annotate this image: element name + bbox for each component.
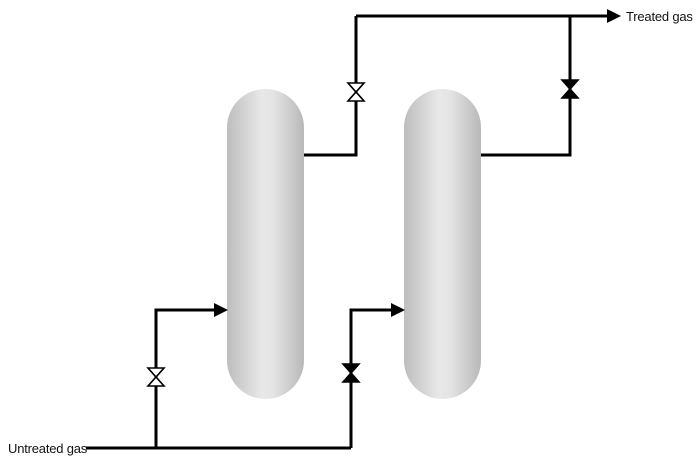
valve-column-2-inlet[interactable]: [341, 363, 361, 383]
valve-closed-icon: [341, 371, 361, 383]
valve-closed-icon: [341, 363, 361, 375]
column-2-outlet-pipe: [481, 16, 572, 157]
column-2-inlet-pipe: [349, 308, 391, 448]
valve-open-icon: [346, 90, 366, 102]
valve-column-1-inlet[interactable]: [146, 367, 166, 387]
valve-open-icon: [146, 375, 166, 387]
column-2-inlet-arrow-icon: [391, 303, 405, 317]
column-1-outlet-pipe: [304, 16, 358, 157]
valve-open-icon: [346, 82, 366, 94]
outlet-arrow-icon: [607, 9, 621, 23]
valve-open-icon: [146, 367, 166, 379]
valve-closed-icon: [560, 87, 580, 99]
adsorber-column-2: [404, 89, 481, 399]
adsorber-column-1: [227, 89, 304, 399]
outlet-label: Treated gas: [626, 9, 693, 24]
valve-column-1-outlet[interactable]: [346, 82, 366, 102]
valve-column-2-outlet[interactable]: [560, 79, 580, 99]
column-1-inlet-pipe: [154, 308, 214, 448]
column-1-inlet-arrow-icon: [214, 303, 228, 317]
inlet-label: Untreated gas: [8, 441, 88, 456]
valve-closed-icon: [560, 79, 580, 91]
